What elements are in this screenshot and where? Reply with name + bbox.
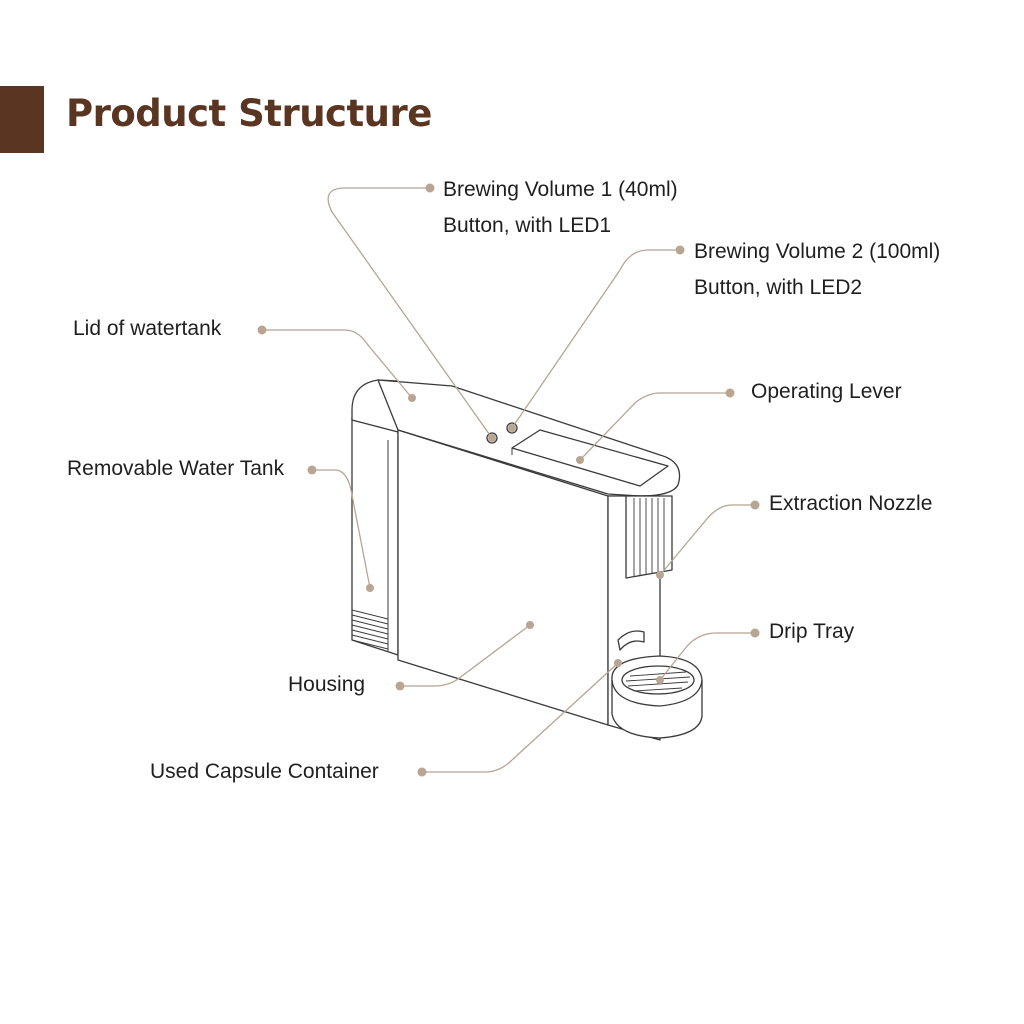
drip-tray-top (611, 679, 703, 707)
dot-lid-target (408, 394, 416, 402)
label-lid-of-watertank: Lid of watertank (73, 317, 222, 340)
dot-drip-tray-label (750, 628, 760, 638)
dot-drip-tray-target (656, 676, 664, 684)
dot-brewing-volume-1-label (425, 183, 435, 193)
dot-nozzle-label (750, 500, 760, 510)
dot-nozzle-target (656, 571, 664, 579)
operating-lever-panel (511, 429, 669, 487)
label-removable-water-tank: Removable Water Tank (67, 457, 285, 480)
label-brewing-volume-1-line2: Button, with LED1 (443, 214, 612, 237)
label-used-capsule-container: Used Capsule Container (150, 760, 379, 783)
label-brewing-volume-2-line2: Button, with LED2 (694, 276, 863, 299)
nozzle-block (625, 495, 673, 579)
water-tank-body (351, 417, 399, 656)
dot-lever-label (725, 388, 735, 398)
dot-brewing-volume-2-label (675, 245, 685, 255)
label-drip-tray: Drip Tray (769, 620, 855, 643)
label-operating-lever: Operating Lever (751, 380, 902, 403)
label-housing: Housing (288, 673, 366, 696)
water-tank-grille (351, 614, 389, 650)
leader-dots (257, 183, 760, 777)
label-brewing-volume-1: Brewing Volume 1 (40ml) Button, with LED… (443, 172, 678, 244)
dot-housing-target (526, 621, 534, 629)
dot-water-tank-label (307, 465, 317, 475)
coffee-machine-illustration (351, 379, 703, 741)
dot-water-tank-target (366, 584, 374, 592)
dot-capsule-label (417, 767, 427, 777)
dot-housing-label (395, 681, 405, 691)
leader-lines (262, 187, 755, 773)
dot-brewing-volume-1-target (488, 434, 496, 442)
label-brewing-volume-2: Brewing Volume 2 (100ml) Button, with LE… (694, 234, 940, 306)
title-accent-bar (0, 86, 44, 153)
page-title: Product Structure (66, 92, 432, 135)
dot-lever-target (576, 456, 584, 464)
dot-lid-label (257, 325, 267, 335)
label-brewing-volume-2-line1: Brewing Volume 2 (100ml) (694, 240, 941, 263)
nozzle-ribs (633, 498, 665, 576)
capsule-handle (617, 630, 645, 651)
dot-capsule-target (614, 659, 622, 667)
dot-brewing-volume-2-target (508, 424, 516, 432)
label-extraction-nozzle: Extraction Nozzle (769, 492, 933, 515)
label-brewing-volume-1-line1: Brewing Volume 1 (40ml) (443, 178, 678, 201)
